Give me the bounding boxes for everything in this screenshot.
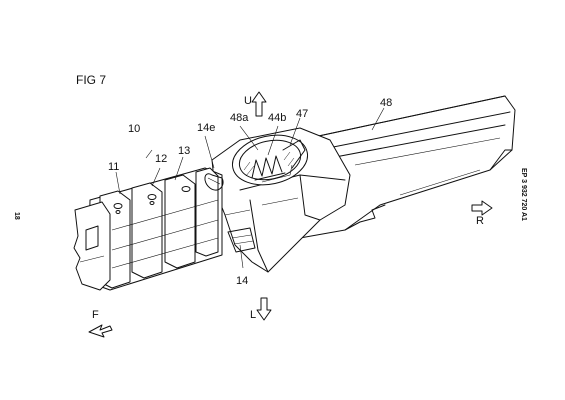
- figure-title: FIG 7: [76, 73, 106, 87]
- publication-number: EP 3 932 720 A1: [520, 168, 527, 221]
- label-47: 47: [296, 108, 308, 120]
- spring-44b: [243, 151, 295, 183]
- label-14: 14: [236, 275, 248, 287]
- label-14e: 14e: [197, 122, 215, 134]
- label-11: 11: [108, 161, 119, 173]
- direction-label-lower: L: [250, 309, 256, 321]
- label-13: 13: [178, 145, 190, 157]
- arrow-right-icon: [471, 200, 493, 216]
- connector-block-10: [73, 167, 224, 291]
- label-48: 48: [380, 97, 392, 109]
- direction-label-front: F: [92, 309, 99, 321]
- window-48a: [231, 134, 309, 186]
- arrow-down-icon: [256, 297, 272, 321]
- page-number: 18: [13, 212, 20, 220]
- arrow-up-icon: [251, 91, 267, 117]
- leader-lines: [115, 107, 385, 269]
- label-10: 10: [128, 123, 140, 135]
- direction-label-rear: R: [476, 215, 484, 227]
- label-48a: 48a: [230, 112, 249, 124]
- arrow-left-icon: [88, 324, 113, 338]
- label-12: 12: [155, 153, 167, 165]
- label-44b: 44b: [268, 112, 286, 124]
- lever-47: [282, 139, 306, 169]
- arm-48: [299, 95, 516, 239]
- direction-label-up: U: [244, 95, 252, 107]
